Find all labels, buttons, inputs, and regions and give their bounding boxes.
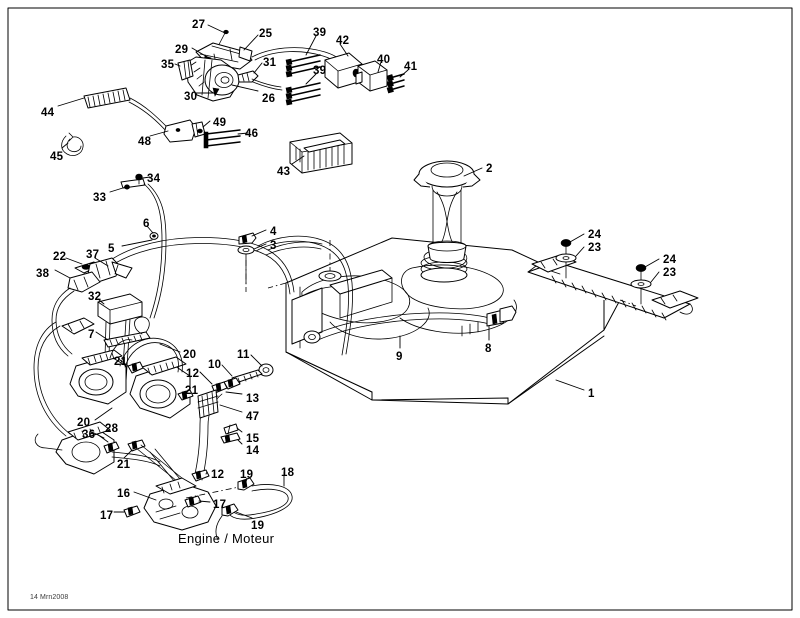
- callout-number-3: 3: [270, 240, 277, 252]
- callout-number-17: 17: [213, 499, 227, 511]
- callout-number-4: 4: [270, 226, 277, 238]
- callout-number-13: 13: [246, 393, 260, 405]
- callout-number-46: 46: [245, 128, 259, 140]
- callout-number-9: 9: [396, 351, 403, 363]
- callout-number-30: 30: [184, 91, 198, 103]
- callout-number-23: 23: [588, 242, 602, 254]
- callout-number-47: 47: [246, 411, 260, 423]
- callout-number-12: 12: [186, 368, 200, 380]
- callout-number-48: 48: [138, 136, 152, 148]
- callout-number-19: 19: [240, 469, 254, 481]
- callout-number-43: 43: [277, 166, 291, 178]
- callout-number-10: 10: [208, 359, 222, 371]
- callout-number-36: 36: [82, 429, 96, 441]
- callout-number-16: 16: [117, 488, 131, 500]
- callout-number-14: 14: [246, 445, 260, 457]
- callout-number-19: 19: [251, 520, 265, 532]
- callout-number-18: 18: [281, 467, 295, 479]
- callout-number-2: 2: [486, 163, 493, 175]
- callout-number-8: 8: [485, 343, 492, 355]
- callout-number-37: 37: [86, 249, 100, 261]
- callout-number-27: 27: [192, 19, 206, 31]
- callout-number-45: 45: [50, 151, 64, 163]
- callout-number-44: 44: [41, 107, 55, 119]
- callout-number-29: 29: [175, 44, 189, 56]
- callout-number-34: 34: [147, 173, 161, 185]
- callout-number-21: 21: [117, 459, 131, 471]
- callout-number-17: 17: [100, 510, 114, 522]
- callout-number-23: 23: [663, 267, 677, 279]
- callout-number-5: 5: [108, 243, 115, 255]
- callout-number-25: 25: [259, 28, 273, 40]
- callout-number-22: 22: [53, 251, 67, 263]
- callout-number-39: 39: [313, 65, 327, 77]
- callout-number-40: 40: [377, 54, 391, 66]
- callout-number-20: 20: [77, 417, 91, 429]
- callout-number-26: 26: [262, 93, 276, 105]
- callout-number-33: 33: [93, 192, 107, 204]
- callout-number-24: 24: [588, 229, 602, 241]
- callout-number-21: 21: [185, 385, 199, 397]
- callout-number-12: 12: [211, 469, 225, 481]
- callout-number-41: 41: [404, 61, 418, 73]
- callout-number-21: 21: [114, 356, 128, 368]
- callout-number-1: 1: [588, 388, 595, 400]
- callout-number-35: 35: [161, 59, 175, 71]
- callout-number-24: 24: [663, 254, 677, 266]
- callout-number-42: 42: [336, 35, 350, 47]
- callout-number-28: 28: [105, 423, 119, 435]
- callout-number-7: 7: [88, 329, 95, 341]
- callout-number-38: 38: [36, 268, 50, 280]
- callout-number-31: 31: [263, 57, 277, 69]
- footer-date-code: 14 Mrn2008: [30, 594, 69, 601]
- callout-number-39: 39: [313, 27, 327, 39]
- callout-number-49: 49: [213, 117, 227, 129]
- callout-number-15: 15: [246, 433, 260, 445]
- callout-number-32: 32: [88, 291, 102, 303]
- engine-moteur-label: Engine / Moteur: [178, 531, 275, 546]
- callout-number-6: 6: [143, 218, 150, 230]
- callout-number-20: 20: [183, 349, 197, 361]
- callout-number-11: 11: [237, 349, 250, 361]
